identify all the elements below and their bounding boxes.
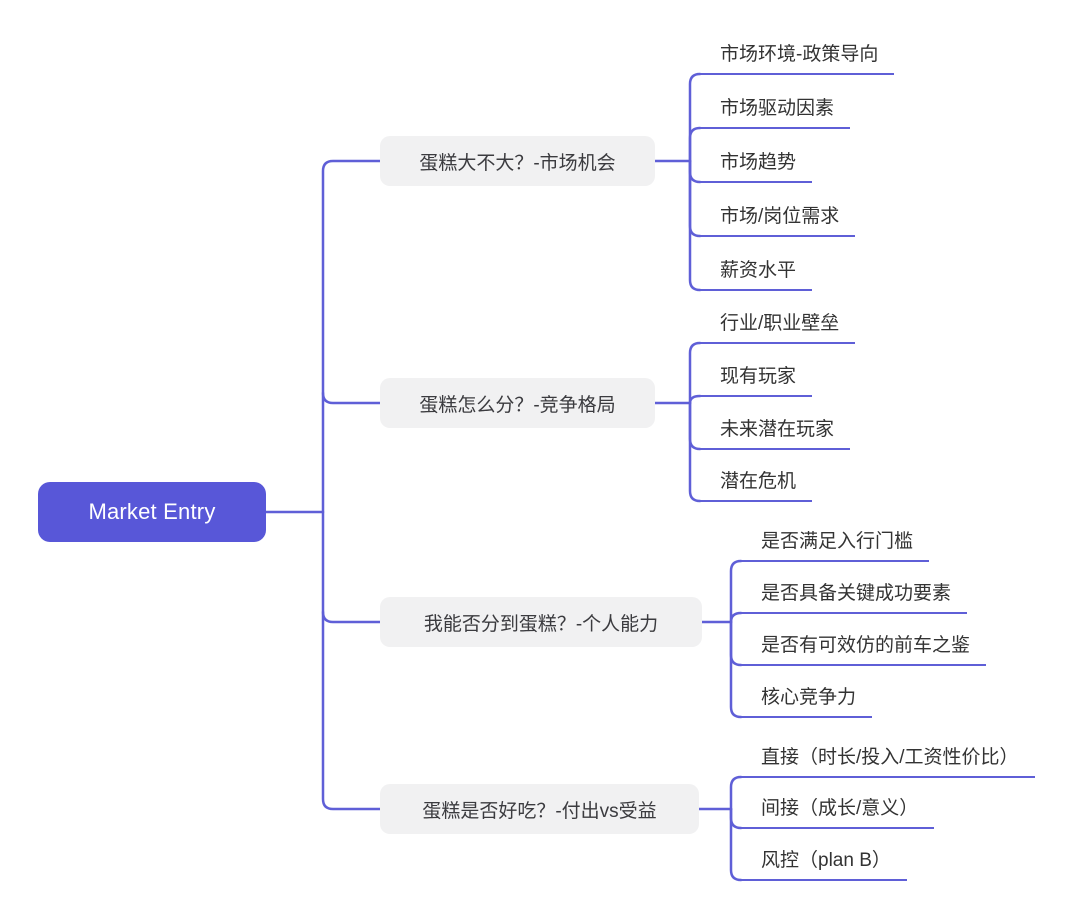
leaf-node-role-models[interactable]: 是否有可效仿的前车之鉴 [741,634,987,666]
link-b4-c0 [729,775,743,811]
branch-label: 我能否分到蛋糕？-个人能力 [423,613,659,635]
leaf-node-indirect-return[interactable]: 间接（成长/意义） [741,797,935,829]
link-b4-c1 [729,807,743,830]
leaf-node-risk-control[interactable]: 风控（plan B） [741,849,907,881]
leaf-node-direct-return[interactable]: 直接（时长/投入/工资性价比） [741,746,1035,778]
branch-node-market-opportunity[interactable]: 蛋糕大不大？-市场机会 [380,136,655,186]
leaf-label: 直接（时长/投入/工资性价比） [761,747,1019,768]
link-branch-3 [321,610,382,624]
link-b2-c2 [688,401,702,451]
branch-node-personal-ability[interactable]: 我能否分到蛋糕？-个人能力 [380,597,702,647]
leaf-node-entry-threshold[interactable]: 是否满足入行门槛 [741,530,930,562]
leaf-node-market-trends[interactable]: 市场趋势 [700,151,813,183]
root-node[interactable]: Market Entry [38,482,266,542]
branch-node-cost-vs-benefit[interactable]: 蛋糕是否好吃？-付出vs受益 [380,784,699,834]
leaf-label: 是否满足入行门槛 [761,531,914,552]
leaf-label: 潜在危机 [720,471,797,492]
branch-label: 蛋糕是否好吃？-付出vs受益 [422,800,657,822]
leaf-label: 行业/职业壁垒 [720,313,840,334]
link-b3-c1 [729,611,743,624]
leaf-node-potential-risks[interactable]: 潜在危机 [700,470,813,502]
leaf-node-policy-direction[interactable]: 市场环境-政策导向 [700,43,895,75]
leaf-label: 风控（plan B） [761,850,891,871]
link-b1-c0 [688,72,702,163]
leaf-label: 市场/岗位需求 [720,206,840,227]
leaf-label: 核心竞争力 [761,687,857,708]
link-branch-2 [321,391,382,405]
leaf-label: 未来潜在玩家 [720,419,835,440]
link-b1-c1 [688,126,702,163]
leaf-label: 市场趋势 [720,152,797,173]
link-b4-c2 [729,807,743,882]
branch-node-competitive-landscape[interactable]: 蛋糕怎么分？-竞争格局 [380,378,655,428]
link-b1-c3 [688,159,702,238]
leaf-node-future-players[interactable]: 未来潜在玩家 [700,418,851,450]
leaf-node-key-success-factors[interactable]: 是否具备关键成功要素 [741,582,968,614]
link-b2-c0 [688,341,702,405]
link-b1-c2 [688,159,702,184]
link-b1-c4 [688,159,702,292]
branch-label: 蛋糕怎么分？-竞争格局 [419,394,616,416]
link-main-trunk [321,159,382,811]
link-b3-c0 [729,559,743,624]
leaf-node-salary-level[interactable]: 薪资水平 [700,259,813,291]
leaf-label: 是否有可效仿的前车之鉴 [761,635,971,656]
root-label: Market Entry [88,499,216,524]
link-b2-c1 [688,394,702,405]
leaf-node-existing-players[interactable]: 现有玩家 [700,365,813,397]
leaf-label: 薪资水平 [720,260,797,281]
leaf-label: 是否具备关键成功要素 [761,583,952,604]
leaf-label: 市场环境-政策导向 [720,44,879,65]
leaf-node-market-drivers[interactable]: 市场驱动因素 [700,97,851,129]
leaf-label: 间接（成长/意义） [761,798,919,819]
leaf-label: 市场驱动因素 [720,98,835,119]
leaf-node-job-demand[interactable]: 市场/岗位需求 [700,205,856,237]
leaf-label: 现有玩家 [720,366,797,387]
leaf-node-core-competitiveness[interactable]: 核心竞争力 [741,686,873,718]
link-b3-c2 [729,620,743,667]
link-b2-c3 [688,401,702,503]
leaf-node-industry-barriers[interactable]: 行业/职业壁垒 [700,312,856,344]
branch-label: 蛋糕大不大？-市场机会 [419,152,616,174]
link-b3-c3 [729,620,743,719]
